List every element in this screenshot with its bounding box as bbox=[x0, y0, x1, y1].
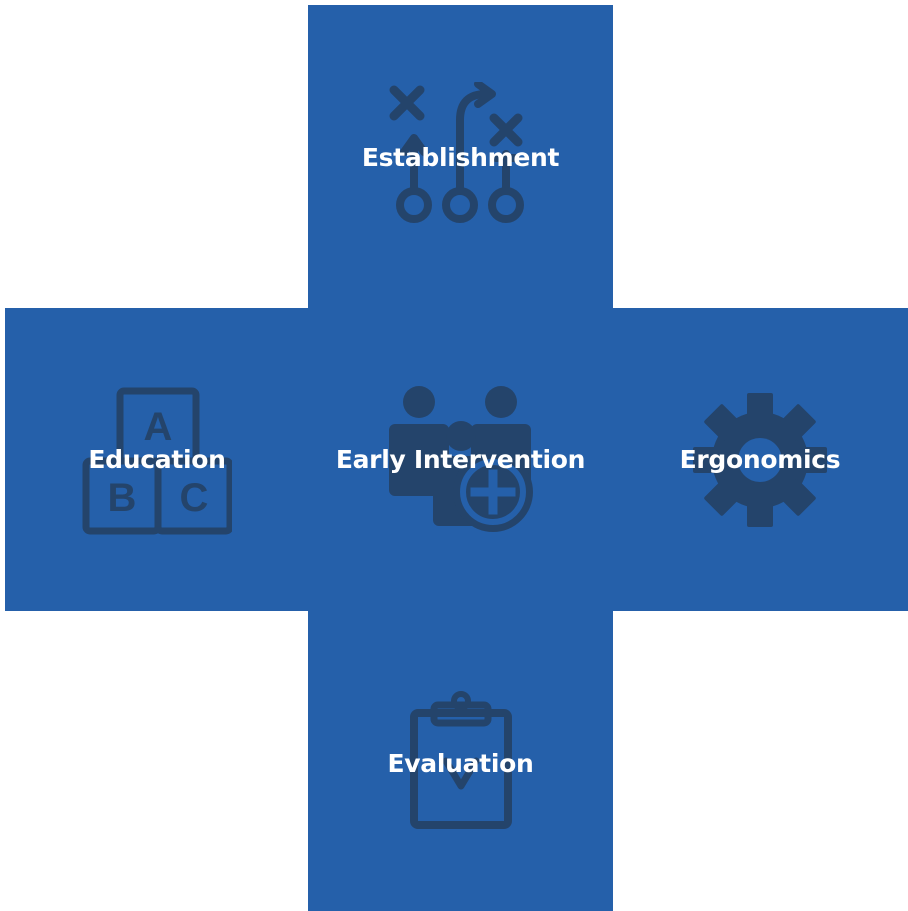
tile-label-early-intervention: Early Intervention bbox=[335, 445, 586, 474]
svg-text:C: C bbox=[180, 476, 209, 520]
svg-text:B: B bbox=[108, 476, 137, 520]
tile-establishment[interactable]: Establishment bbox=[308, 5, 613, 309]
tile-evaluation[interactable]: Evaluation bbox=[308, 610, 613, 911]
tile-early-intervention[interactable]: Early Intervention bbox=[308, 308, 613, 611]
tile-label-evaluation: Evaluation bbox=[387, 749, 534, 778]
tile-ergonomics[interactable]: Ergonomics bbox=[612, 308, 908, 611]
tile-label-ergonomics: Ergonomics bbox=[679, 445, 841, 474]
svg-text:A: A bbox=[144, 405, 173, 449]
tile-label-establishment: Establishment bbox=[361, 142, 560, 172]
tile-label-education: Education bbox=[88, 445, 226, 474]
tile-education[interactable]: A B C Education bbox=[5, 308, 309, 611]
